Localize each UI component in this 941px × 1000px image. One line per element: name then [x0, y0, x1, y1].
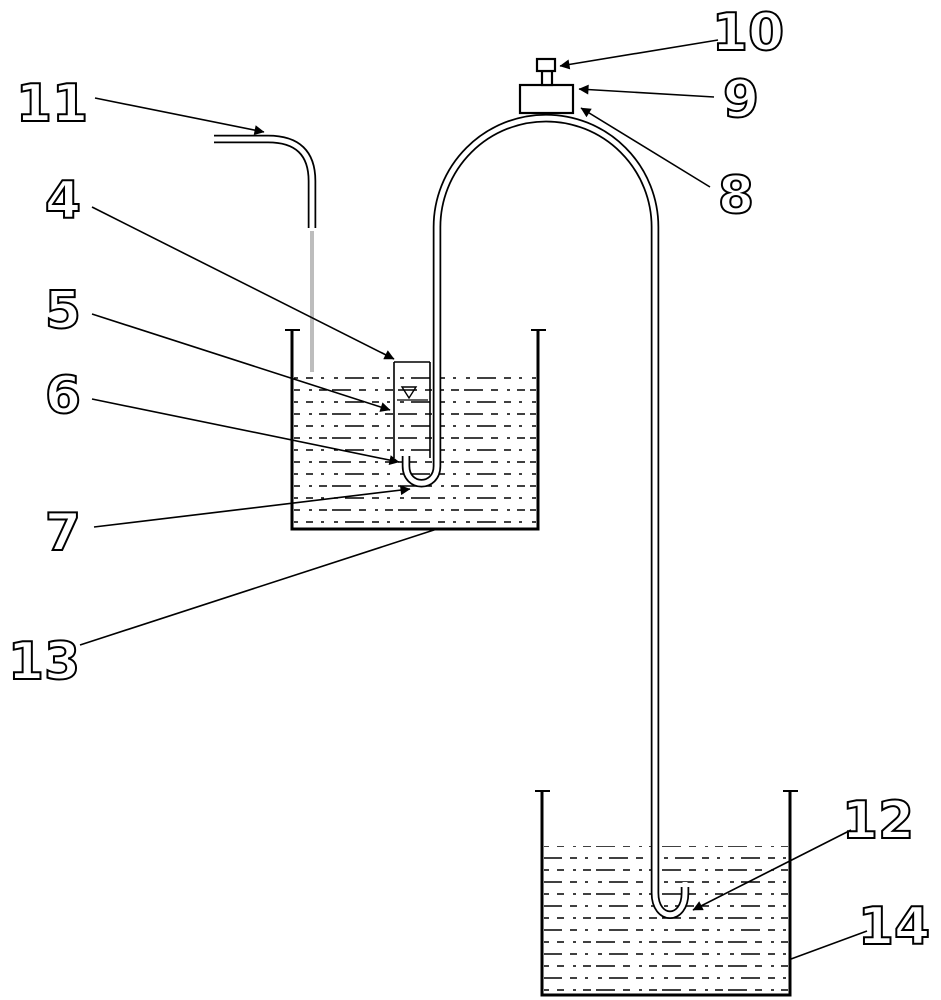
leader-12: [692, 829, 852, 911]
leader-14: [790, 930, 868, 960]
inner-priming-tube: [393, 361, 431, 458]
leader-6: [91, 398, 400, 465]
right-tank-water: [544, 846, 788, 993]
label-13: 13: [8, 632, 80, 692]
leader-11: [94, 97, 265, 136]
right-tank: [535, 790, 798, 997]
reference-numerals: 4 5 6 7 8 9 10 11 12 13 14: [7, 2, 931, 958]
valve-assembly: [518, 57, 575, 115]
inlet-tube-wall: [214, 134, 317, 228]
label-9: 9: [723, 70, 759, 130]
leader-7: [93, 485, 411, 528]
water-level-mark: [400, 386, 418, 400]
siphon-tube: [401, 113, 690, 919]
left-tank-walls: [290, 330, 540, 531]
inlet-tube: [209, 134, 317, 372]
valve-body: [518, 83, 575, 115]
label-10: 10: [712, 3, 784, 63]
label-8: 8: [718, 166, 754, 226]
leader-5: [91, 313, 391, 412]
right-tank-walls: [540, 791, 792, 997]
leader-10: [559, 39, 719, 70]
leader-9: [578, 84, 715, 98]
leader-lines: [79, 39, 868, 960]
label-12: 12: [842, 791, 914, 851]
valve-stem: [540, 69, 554, 87]
label-5: 5: [45, 281, 81, 341]
label-14: 14: [858, 897, 930, 957]
inner-tube-walls: [393, 361, 431, 458]
left-tank-water: [294, 377, 536, 527]
siphon-tube-bore: [403, 115, 688, 918]
label-6: 6: [45, 366, 81, 426]
label-4: 4: [45, 171, 81, 231]
label-11: 11: [16, 74, 88, 134]
leader-8: [580, 107, 711, 188]
label-7: 7: [45, 503, 81, 563]
leader-13: [79, 528, 438, 646]
inlet-tube-bore: [209, 136, 315, 233]
valve-knob: [535, 57, 557, 73]
left-tank: [285, 329, 546, 531]
leader-4: [91, 206, 395, 360]
